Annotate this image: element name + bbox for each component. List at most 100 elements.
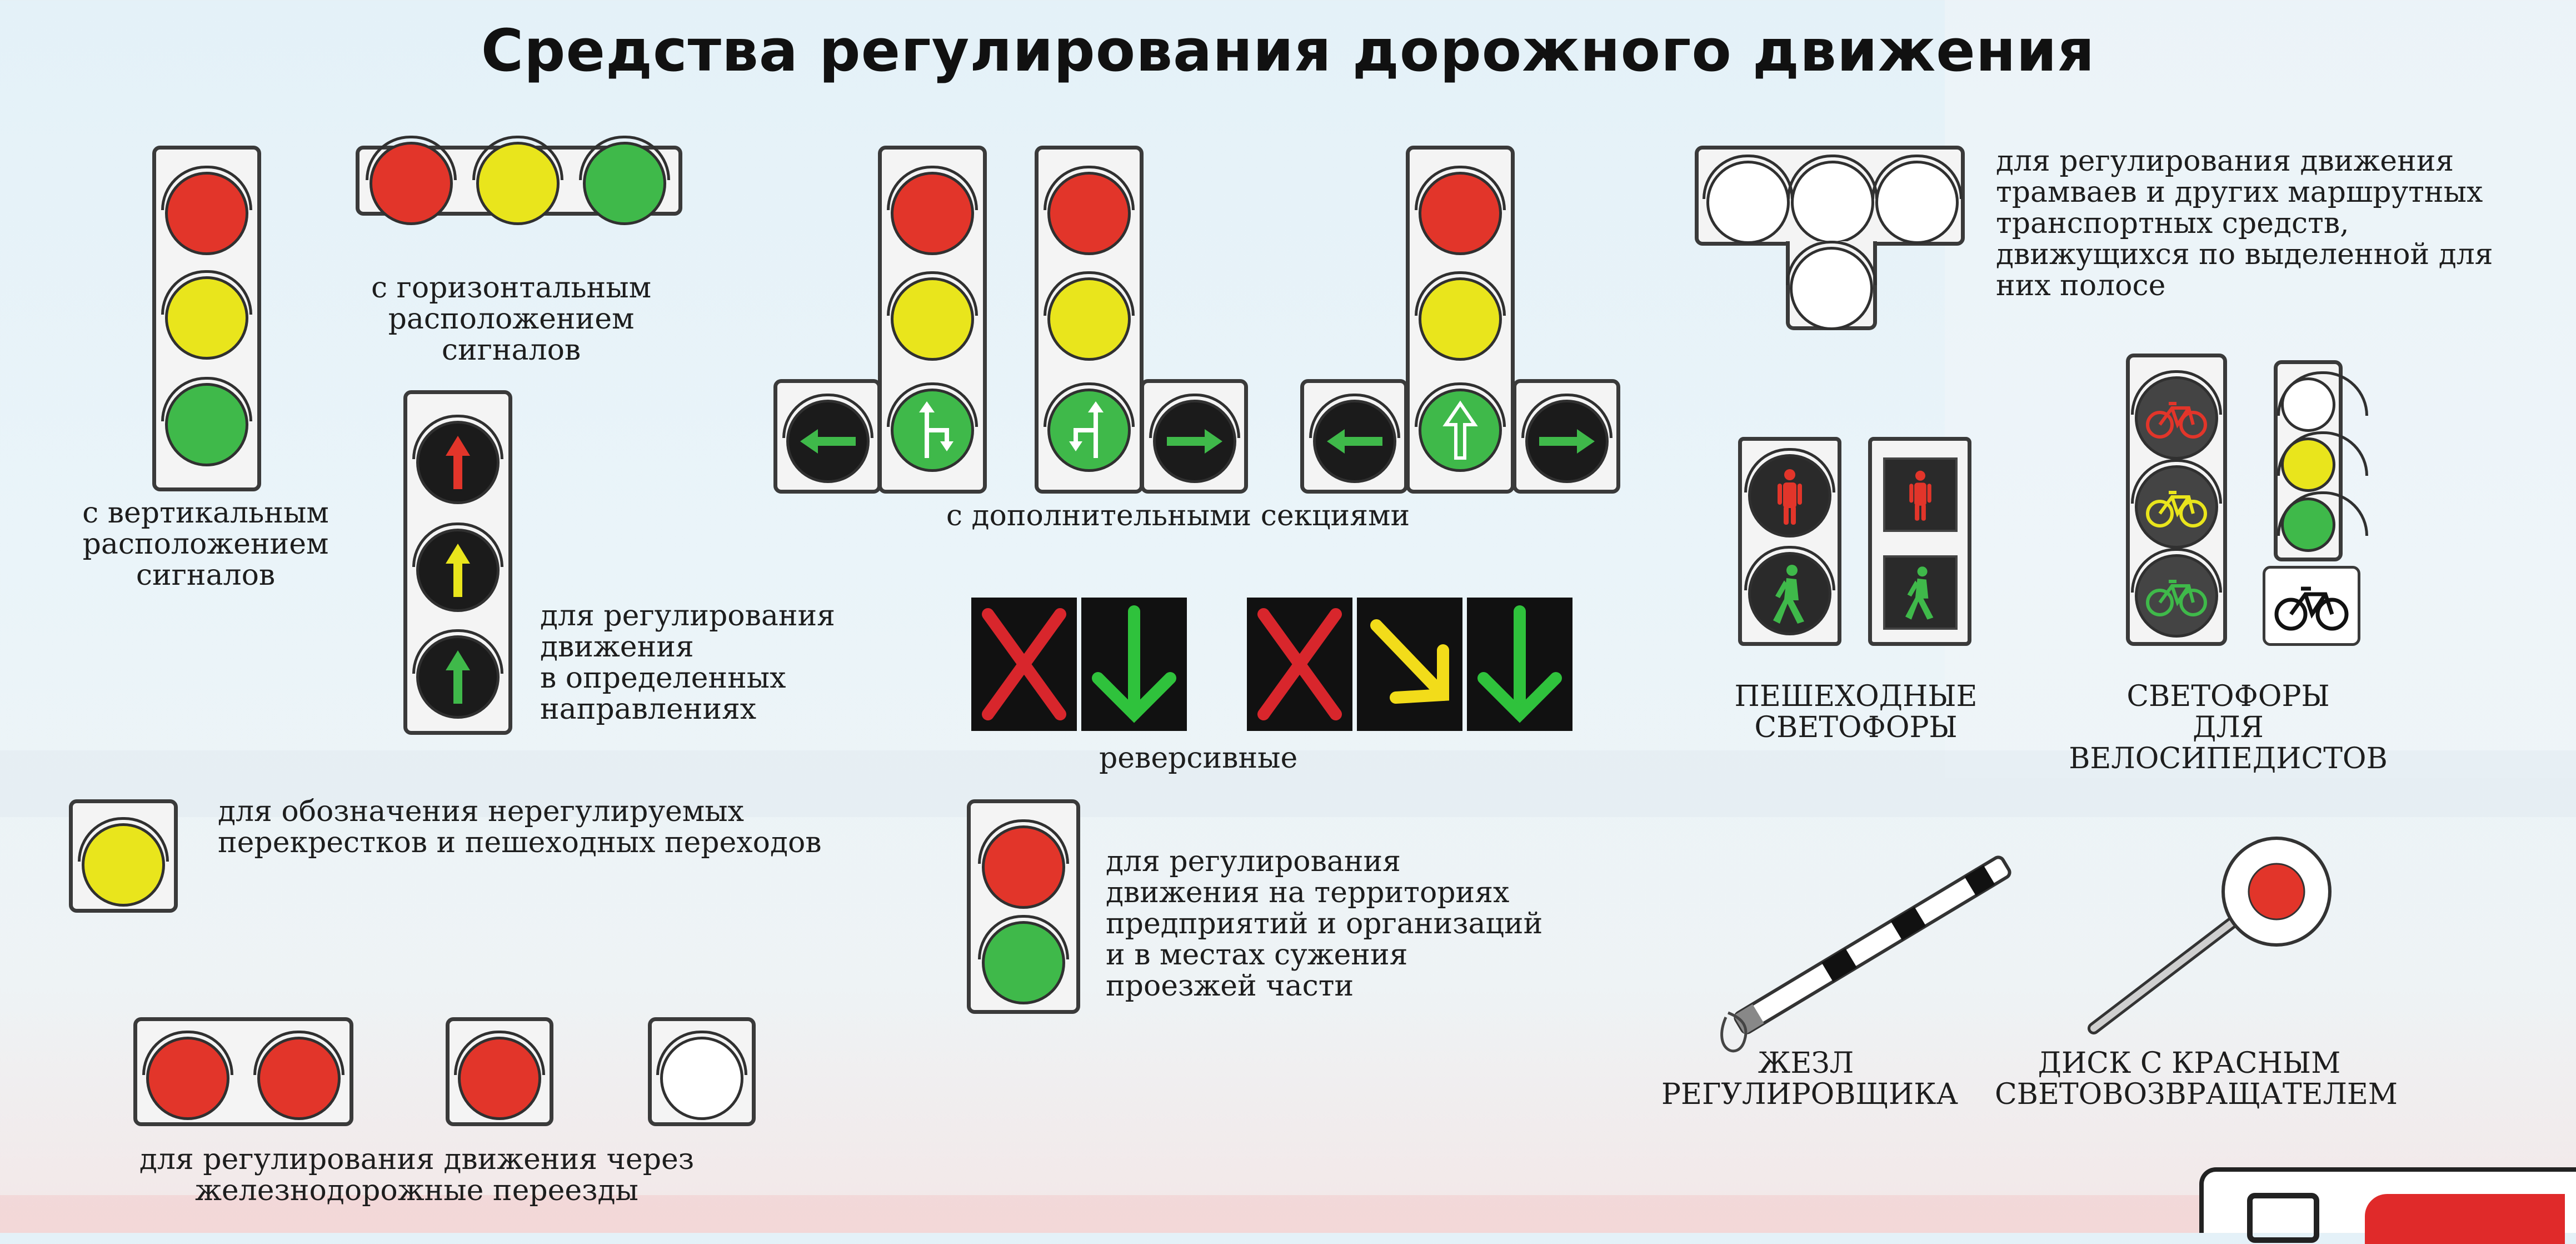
x-cross-icon xyxy=(982,608,1066,720)
lamp-off xyxy=(1787,155,1878,244)
caption-additional: с дополнительными секциями xyxy=(946,499,1410,533)
caption-tram: для регулирования движения трамваев и др… xyxy=(1996,145,2493,302)
arrow-icon xyxy=(800,429,856,454)
traffic-light-horizontal xyxy=(356,136,682,225)
lamp-red xyxy=(253,1031,345,1120)
pedestrian-light-1 xyxy=(1738,437,1841,646)
traffic-light-vertical xyxy=(152,146,261,491)
lamp-yellow xyxy=(887,271,978,361)
arrow-icon xyxy=(446,650,470,704)
lamp-green xyxy=(978,915,1069,1004)
lamp-yellow xyxy=(472,136,563,225)
logo-red-mark xyxy=(2365,1194,2565,1244)
lamp-red xyxy=(1415,166,1506,255)
caption-directional: для регулирования движения в определенны… xyxy=(540,599,835,726)
caption-vertical: с вертикальным расположением сигналов xyxy=(82,496,329,592)
railway-light-single-white xyxy=(648,1017,756,1126)
pedestrian-icon xyxy=(1773,565,1804,624)
lamp-bicycle-yellow xyxy=(2131,459,2222,549)
lamp-green xyxy=(579,136,670,225)
lamp-red xyxy=(978,819,1069,909)
caption-unregulated: для обозначения нерегулируемых перекрест… xyxy=(218,795,822,859)
traffic-light-two-section xyxy=(967,799,1080,1014)
lamp-off xyxy=(1703,155,1794,244)
railway-light-double xyxy=(133,1017,353,1126)
lamp-arrow-yellow xyxy=(412,523,503,612)
lamp-left-arrow xyxy=(1309,394,1400,483)
caption-territory: для регулирования движения на территория… xyxy=(1106,845,1543,1003)
cyclist-light-1 xyxy=(2126,354,2227,646)
bicycle-sign xyxy=(2263,566,2360,646)
lamp-green xyxy=(161,377,252,466)
pedestrian-light-2 xyxy=(1868,437,1971,646)
logo-icon xyxy=(2247,1193,2319,1243)
caption-baton: ЖЕЗЛ РЕГУЛИРОВЩИКА xyxy=(1661,1047,1958,1111)
bicycle-icon xyxy=(2146,580,2207,616)
reversible-x-2 xyxy=(1247,598,1352,731)
reversible-down-arrow-1 xyxy=(1081,598,1187,731)
pedestrian-icon xyxy=(1909,470,1931,521)
arrow-icon xyxy=(1477,605,1562,723)
x-cross-icon xyxy=(1257,608,1342,720)
lamp-off xyxy=(1786,241,1877,330)
lamp-off xyxy=(656,1031,747,1120)
caption-horizontal: с горизонтальным расположением сигналов xyxy=(371,271,652,367)
lamp-yellow xyxy=(161,270,252,360)
bicycle-icon xyxy=(2274,586,2349,631)
reversible-x-1 xyxy=(971,598,1077,731)
arrow-icon xyxy=(446,436,470,489)
reversible-down-arrow-2 xyxy=(1467,598,1572,731)
lamp-off xyxy=(2277,371,2368,432)
section-left-arrow-1 xyxy=(773,379,881,494)
arrow-icon xyxy=(1167,429,1222,454)
arrow-icon xyxy=(1539,429,1595,454)
caption-reversible: реверсивные xyxy=(1099,742,1298,775)
arrow-icon xyxy=(925,408,949,458)
square-pedestrian-green xyxy=(1883,555,1958,630)
lamp-arrow-green xyxy=(412,629,503,719)
logo-fragment xyxy=(2199,1167,2576,1244)
lamp-pedestrian-red xyxy=(1744,448,1835,538)
traffic-light-tram-top xyxy=(1695,146,1965,246)
lamp-red xyxy=(887,166,978,255)
traffic-light-tram-bottom xyxy=(1786,241,1877,330)
arrow-icon xyxy=(1327,429,1382,454)
reversible-diag-arrow xyxy=(1357,598,1462,731)
arrow-icon xyxy=(1442,400,1478,460)
traffic-baton-icon xyxy=(1720,855,2011,1053)
lamp-red xyxy=(1044,166,1135,255)
page-title: Средства регулирования дорожного движени… xyxy=(481,17,2095,84)
traffic-light-additional-1 xyxy=(878,146,987,494)
arrow-icon xyxy=(446,544,470,597)
lamp-pedestrian-green xyxy=(1744,546,1835,635)
arrow-icon xyxy=(1370,619,1449,704)
square-pedestrian-red xyxy=(1883,457,1958,532)
arrow-icon xyxy=(1092,605,1176,723)
caption-cyclist: СВЕТОФОРЫ ДЛЯ ВЕЛОСИПЕДИСТОВ xyxy=(2069,680,2388,775)
lamp-green-turn xyxy=(1044,382,1135,472)
lamp-yellow xyxy=(78,817,169,907)
lamp-red xyxy=(161,166,252,255)
cyclist-light-2 xyxy=(2274,360,2368,561)
lamp-yellow xyxy=(1044,271,1135,361)
lamp-bicycle-red xyxy=(2131,370,2222,460)
caption-pedestrian: ПЕШЕХОДНЫЕ СВЕТОФОРЫ xyxy=(1734,680,1978,744)
pedestrian-icon xyxy=(1905,566,1934,620)
section-right-arrow-3 xyxy=(1512,379,1620,494)
bicycle-icon xyxy=(2146,402,2207,439)
bicycle-icon xyxy=(2146,491,2207,528)
caption-railway: для регулирования движения через железно… xyxy=(139,1143,695,1207)
lamp-green-turn xyxy=(887,382,978,472)
lamp-right-arrow xyxy=(1149,394,1240,483)
signal-disk-icon xyxy=(2088,837,2332,1034)
lamp-bicycle-green xyxy=(2131,548,2222,638)
lamp-red xyxy=(142,1031,233,1120)
section-left-arrow-3 xyxy=(1300,379,1408,494)
pedestrian-icon xyxy=(1778,469,1802,525)
railway-light-single-red xyxy=(446,1017,553,1126)
caption-disk: ДИСК С КРАСНЫМ СВЕТОВОЗВРАЩАТЕЛЕМ xyxy=(1995,1047,2398,1111)
lamp-green-straight xyxy=(1415,382,1506,472)
traffic-light-single-yellow xyxy=(69,799,178,913)
lamp-yellow xyxy=(2277,431,2368,492)
